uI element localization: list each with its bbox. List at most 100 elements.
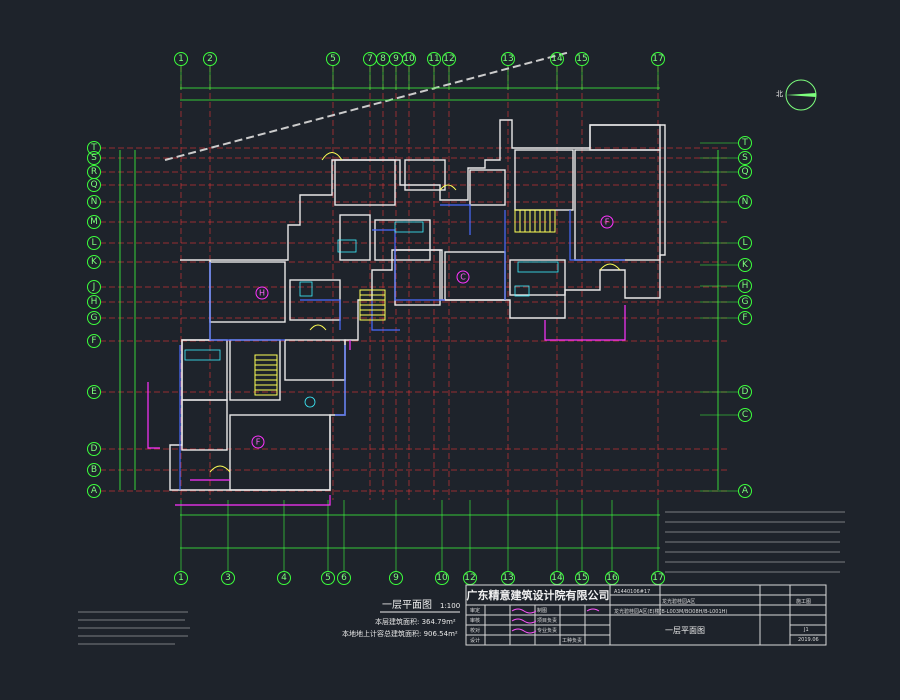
sheet-name: 一层平面图 [665,626,705,635]
svg-text:6: 6 [341,573,347,583]
svg-text:A: A [742,486,749,496]
plan-title: 一层平面图 [382,599,432,611]
axis-grid-lines [100,66,738,571]
svg-text:15: 15 [576,54,587,64]
axis-bottom-1: 1 [174,571,188,585]
room-tag: F [605,218,610,227]
compass-label: 北 [776,90,783,98]
axis-bottom-14: 14 [550,571,564,585]
room-tag: F [256,438,261,447]
axis-right-K: K [738,258,752,272]
axis-top-7: 7 [363,52,377,66]
drawing-number: A1440106#17 [614,589,650,595]
project-row: 龙光碧桂园A区 [662,598,695,605]
svg-text:H: H [91,297,98,307]
svg-text:N: N [742,197,749,207]
role-label: 设计 [470,637,480,644]
axis-bottom-5: 5 [321,571,335,585]
svg-text:17: 17 [652,573,663,583]
axis-bottom-9: 9 [389,571,403,585]
svg-text:14: 14 [551,54,563,64]
room-tag: C [460,273,466,282]
svg-text:D: D [91,444,98,454]
svg-text:R: R [91,167,97,177]
svg-text:J: J [92,282,96,292]
svg-text:B: B [91,465,97,475]
svg-text:K: K [742,260,749,270]
axis-right-L: L [738,236,752,250]
axis-left-B: B [87,463,101,477]
svg-text:F: F [742,313,747,323]
axis-right-A: A [738,484,752,498]
svg-text:Q: Q [741,167,748,177]
axis-top-12: 12 [442,52,456,66]
svg-text:1: 1 [178,573,184,583]
axis-bottom-16: 16 [605,571,619,585]
total-area: 本地地上计容总建筑面积: 906.54m² [342,629,458,638]
svg-text:S: S [91,153,97,163]
axis-bottom-6: 6 [337,571,351,585]
svg-text:5: 5 [330,54,336,64]
svg-text:9: 9 [393,54,399,64]
svg-text:9: 9 [393,573,399,583]
svg-text:N: N [91,197,98,207]
left-notes [78,611,190,645]
axis-bottom-3: 3 [221,571,235,585]
role-label: 工种负责 [562,637,582,644]
svg-text:10: 10 [403,54,415,64]
stage: 施工图 [796,598,811,605]
svg-text:M: M [90,217,98,227]
axis-right-H: H [738,279,752,293]
axis-bottom-17: 17 [651,571,665,585]
axis-top-5: 5 [326,52,340,66]
axis-left-L: L [87,236,101,250]
axis-bottom-10: 10 [435,571,449,585]
floor-plan: H C F F [119,51,719,549]
svg-text:17: 17 [652,54,663,64]
svg-text:E: E [91,387,97,397]
axis-top-11: 11 [427,52,441,66]
svg-text:3: 3 [225,573,231,583]
axis-bottom-13: 13 [501,571,515,585]
sheet-code: J1 [803,627,809,633]
role-label: 项目负责 [537,617,557,624]
north-arrow: 北 [776,79,817,111]
axis-top-8: 8 [376,52,390,66]
svg-text:12: 12 [443,54,454,64]
axis-left-J: J [87,280,101,294]
axis-left-F: F [87,334,101,348]
building-area: 本层建筑面积: 364.79m² [375,617,456,626]
axis-top-17: 17 [651,52,665,66]
axis-left-D: D [87,442,101,456]
axis-top-13: 13 [501,52,515,66]
svg-text:13: 13 [502,54,513,64]
svg-text:Q: Q [90,180,97,190]
svg-text:K: K [91,257,98,267]
svg-text:T: T [90,143,97,153]
general-notes [665,511,845,573]
company-name: 广东精意建筑设计院有限公司 [467,588,610,602]
svg-text:C: C [742,410,748,420]
axis-left-E: E [87,385,101,399]
axis-top-2: 2 [203,52,217,66]
axis-right-C: C [738,408,752,422]
axis-top-1: 1 [174,52,188,66]
role-label: 审定 [470,607,480,614]
title-block: 广东精意建筑设计院有限公司 A1440106#17 龙光碧桂园A区 龙光碧桂园A… [465,584,827,646]
room-tag: H [259,289,265,298]
svg-text:5: 5 [325,573,331,583]
plan-scale: 1:100 [440,602,460,610]
axis-left-Q: Q [87,178,101,192]
axis-left-R: R [87,165,101,179]
axis-top-14: 14 [550,52,564,66]
role-label: 校对 [470,627,480,634]
axis-right-S: S [738,151,752,165]
axis-right-G: G [738,295,752,309]
axis-left-H: H [87,295,101,309]
axis-bottom-12: 12 [463,571,477,585]
axis-left-N: N [87,195,101,209]
svg-text:10: 10 [436,573,448,583]
axis-left-T: T [87,141,101,155]
role-label: 制图 [537,607,547,614]
